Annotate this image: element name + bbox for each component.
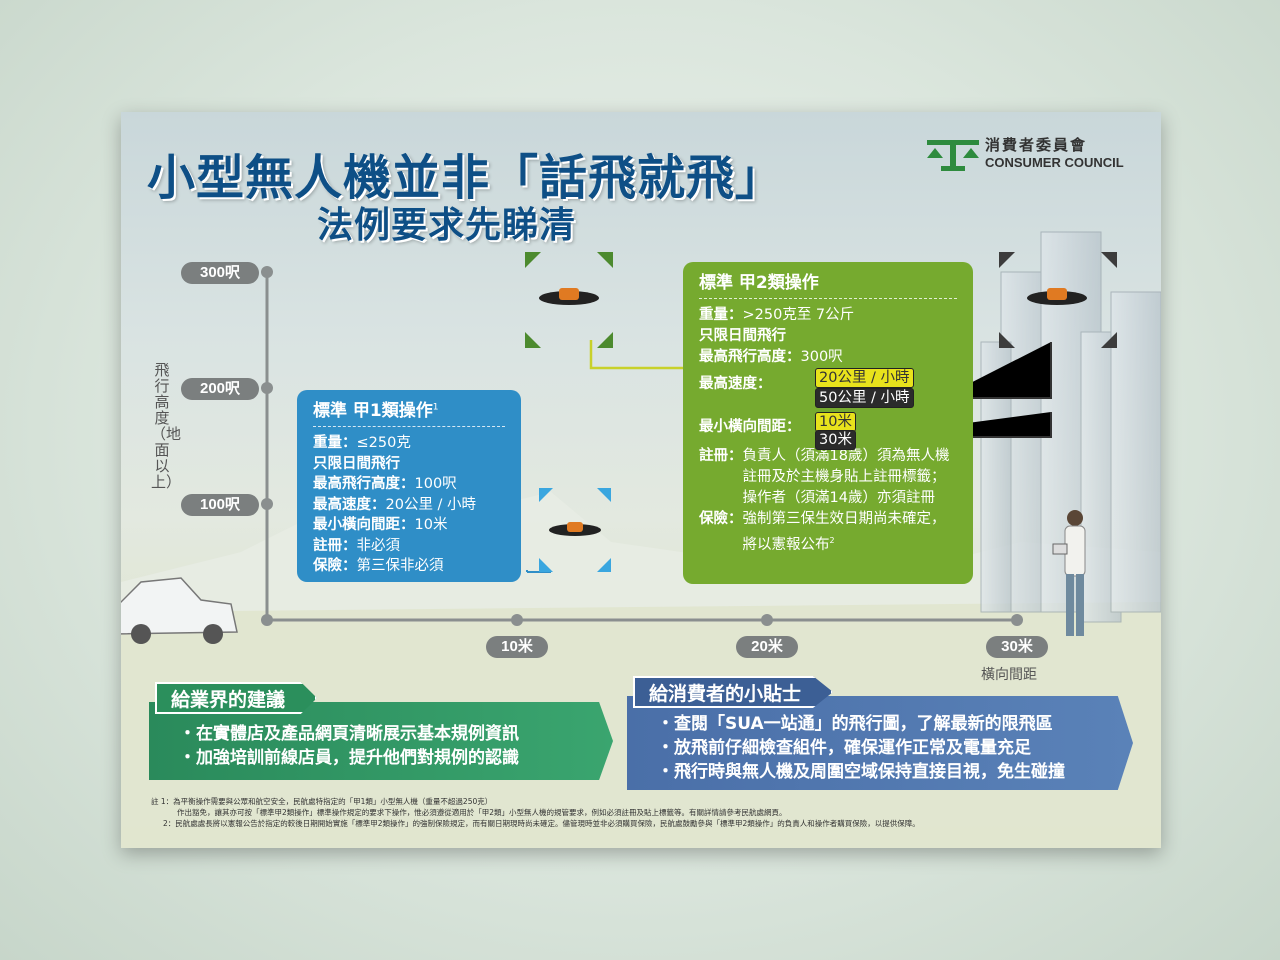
industry-item: ・加強培訓前線店員，提升他們對規例的認識 xyxy=(179,748,519,768)
consumer-council-logo: 消費者委員會 CONSUMER COUNCIL xyxy=(927,136,1124,172)
consumer-item: ・放飛前仔細檢查組件，確保運作正常及電量充足 xyxy=(657,738,1031,758)
drone-marker-100ft xyxy=(539,488,611,572)
footnotes: 註 1：為平衡操作需要與公眾和航空安全，民航處特指定的「甲1類」小型無人機（重量… xyxy=(151,796,920,829)
industry-advice-title: 給業界的建議 xyxy=(155,682,318,714)
distance-tick-10: 10米 xyxy=(486,636,548,658)
speed-20-tag: 20公里 / 小時 xyxy=(815,368,914,388)
consumer-item: ・飛行時與無人機及周圍空域保持直接目視，免生碰撞 xyxy=(657,762,1065,782)
car xyxy=(121,577,238,644)
industry-advice-body: ・在實體店及產品網頁清晰展示基本規例資訊 ・加強培訓前線店員，提升他們對規例的認… xyxy=(149,702,613,780)
distance-tick-30: 30米 xyxy=(986,636,1048,658)
buildings xyxy=(980,231,1161,623)
standard-a2-title: 標準 甲2類操作 xyxy=(699,268,957,299)
standard-a1-box: 標準 甲1類操作1 重量：≤250克 只限日間飛行 最高飛行高度：100呎 最高… xyxy=(297,390,521,582)
scales-icon xyxy=(927,140,979,171)
distance-tick-20: 20米 xyxy=(736,636,798,658)
sub-title: 法例要求先睇清 xyxy=(317,205,577,246)
altitude-axis-title: 飛行高度（地面以上） xyxy=(151,361,182,491)
drone-marker-city xyxy=(999,252,1117,348)
consumer-tips-title: 給消費者的小貼士 xyxy=(633,676,834,708)
main-title: 小型無人機並非「話飛就飛」 xyxy=(147,150,785,206)
distance-10-tag: 10米 xyxy=(815,412,856,432)
consumer-item: ・查閱「SUA一站通」的飛行圖，了解最新的限飛區 xyxy=(657,714,1053,734)
footnote-1b: 作出豁免，讓其亦可按「標準甲2類操作」標準操作規定的要求下操作，惟必須遵從適用於… xyxy=(177,808,787,817)
person xyxy=(1052,510,1086,636)
poster: 小型無人機並非「話飛就飛」 法例要求先睇清 消費者委員會 CONSUMER CO… xyxy=(121,112,1161,848)
logo-english: CONSUMER COUNCIL xyxy=(985,155,1124,170)
altitude-tick-300: 300呎 xyxy=(181,262,259,284)
logo-chinese: 消費者委員會 xyxy=(985,136,1088,154)
standard-a1-title: 標準 甲1類操作1 xyxy=(313,396,505,427)
altitude-tick-200: 200呎 xyxy=(181,378,259,400)
speed-50-tag: 50公里 / 小時 xyxy=(815,388,914,408)
distance-axis-title: 橫向間距 xyxy=(981,667,1037,683)
altitude-tick-100: 100呎 xyxy=(181,494,259,516)
consumer-tips-body: ・查閱「SUA一站通」的飛行圖，了解最新的限飛區 ・放飛前仔細檢查組件，確保運作… xyxy=(627,696,1133,790)
drone-marker-300ft xyxy=(525,252,613,348)
footnote-2: 2：民航處處長將以憲報公告於指定的較後日期開始實施「標準甲2類操作」的強制保險規… xyxy=(163,819,920,828)
distance-30-tag: 30米 xyxy=(815,430,856,450)
industry-item: ・在實體店及產品網頁清晰展示基本規例資訊 xyxy=(179,724,519,744)
footnote-1a: 註 1：為平衡操作需要與公眾和航空安全，民航處特指定的「甲1類」小型無人機（重量… xyxy=(151,797,493,806)
